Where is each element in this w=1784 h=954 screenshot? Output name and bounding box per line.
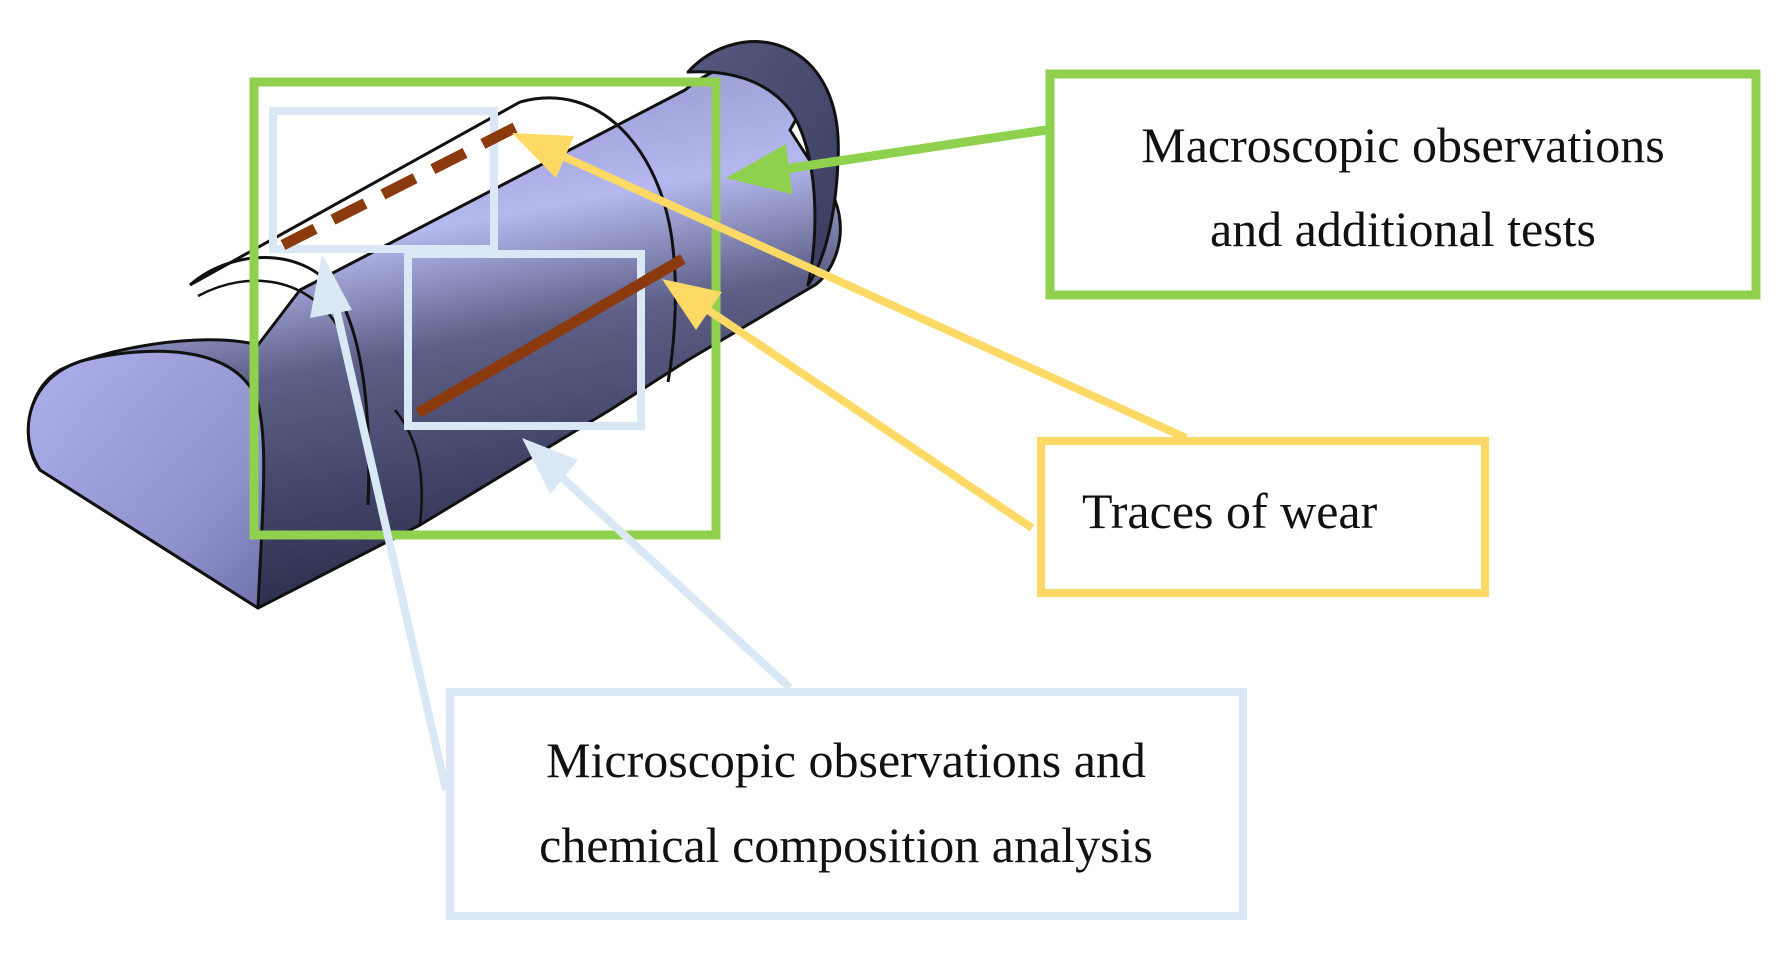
wear-arrow-lower bbox=[662, 279, 1035, 532]
microscopic-label-line-1: Microscopic observations and bbox=[546, 732, 1146, 788]
pin-top-edge bbox=[189, 100, 521, 287]
microscopic-frame-upper bbox=[269, 107, 498, 253]
pin-step-line-3 bbox=[519, 96, 677, 383]
microscopic-frame-lower bbox=[404, 250, 645, 430]
pin-far-end-cap bbox=[686, 40, 840, 287]
macroscopic-label-line-2: and additional tests bbox=[1210, 201, 1596, 257]
macroscopic-arrow bbox=[726, 125, 1047, 194]
microscopic-arrow-lower bbox=[522, 438, 793, 691]
pin-near-end-cap bbox=[26, 349, 266, 610]
macroscopic-label-line-1: Macroscopic observations bbox=[1141, 117, 1664, 173]
macroscopic-frame bbox=[249, 77, 721, 540]
wear-label-line-1: Traces of wear bbox=[1082, 483, 1378, 539]
wear-arrow-upper bbox=[512, 133, 1188, 442]
wear-trace-dashed bbox=[280, 116, 531, 250]
pin-step-line-4 bbox=[394, 409, 423, 526]
microscopic-arrow-upper bbox=[310, 254, 450, 791]
microscopic-label-line-2: chemical composition analysis bbox=[539, 817, 1153, 873]
microscopic-label-box bbox=[446, 688, 1247, 920]
wear-label-box bbox=[1037, 437, 1489, 597]
macroscopic-label-box bbox=[1045, 69, 1761, 300]
wear-trace-solid bbox=[415, 254, 686, 418]
